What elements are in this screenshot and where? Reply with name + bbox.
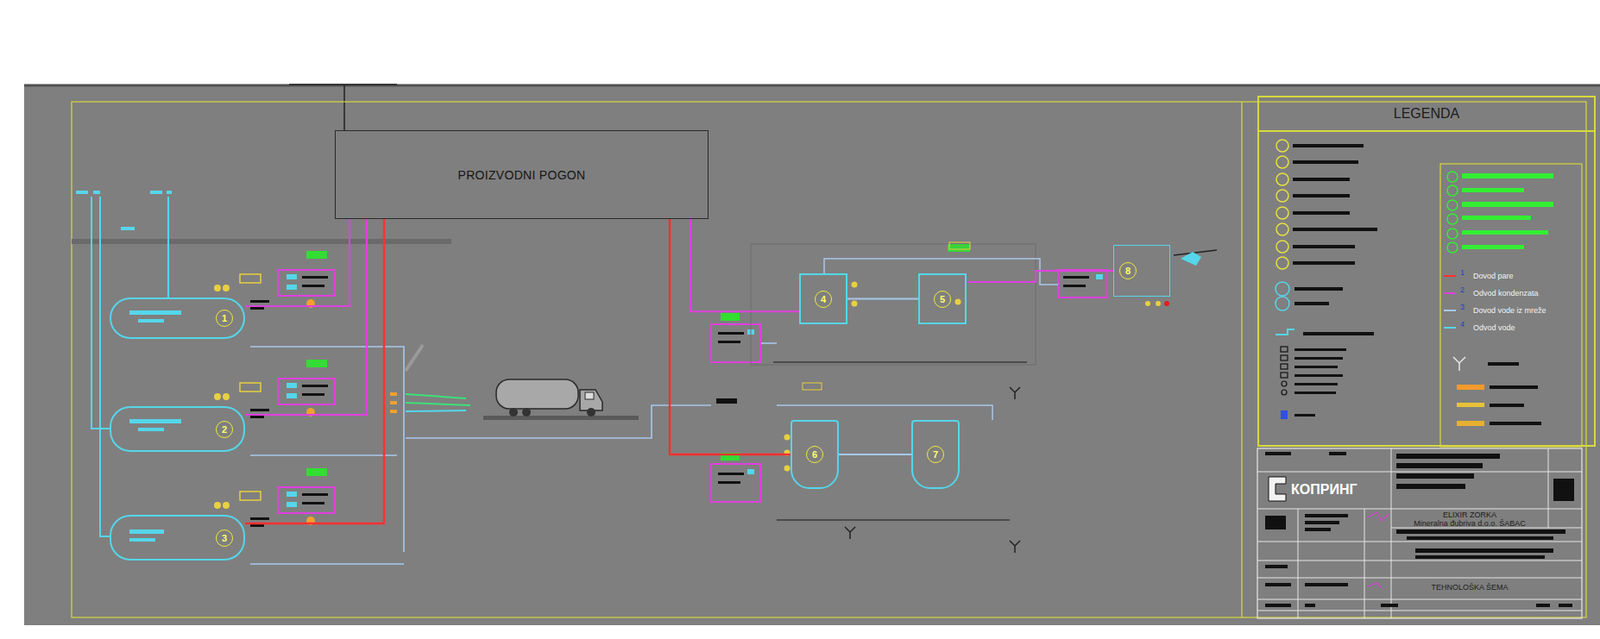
pipe-line xyxy=(245,219,367,416)
legend-panel: LEGENDA Dovod pareOdvod kondenzataDovod v… xyxy=(1257,95,1596,448)
equipment-number: 7 xyxy=(926,446,945,464)
legend-number: 4 xyxy=(1460,320,1465,329)
storage-tank: 2 xyxy=(109,406,246,453)
process-vessel: 6 xyxy=(790,420,839,490)
legend-line-sample xyxy=(1443,275,1456,278)
legend-text: Dovod pare xyxy=(1473,271,1514,281)
pipe-line xyxy=(966,270,1114,283)
storage-tank: 1 xyxy=(109,297,246,340)
equipment-number: 2 xyxy=(215,421,234,439)
process-vessel: 7 xyxy=(911,420,960,490)
legend-text: Dovod vode iz mreže xyxy=(1473,306,1547,315)
equipment-number: 4 xyxy=(814,290,832,309)
legend-text: Odvod kondenzata xyxy=(1473,289,1539,298)
process-vessel: 5 xyxy=(918,273,967,325)
storage-tank: 3 xyxy=(109,515,246,561)
client-name: Mineralna đubriva d.o.o. ŠABAC xyxy=(1413,519,1526,529)
equipment-number: 1 xyxy=(215,309,234,328)
pipe-line xyxy=(838,453,912,456)
pipe-line xyxy=(669,219,791,455)
legend-entry: Odvod vode xyxy=(1443,321,1516,334)
pipe-line xyxy=(690,219,800,312)
equipment-number: 5 xyxy=(933,290,952,309)
production-plant: PROIZVODNI POGON xyxy=(334,130,709,220)
legend-line-sample xyxy=(1443,292,1456,295)
legend-text: Odvod vode xyxy=(1473,323,1516,333)
legend-heading: LEGENDA xyxy=(1259,97,1594,133)
legend-entry: Odvod kondenzata xyxy=(1443,287,1539,300)
pipe-line xyxy=(245,219,385,524)
pump-unit: 8 xyxy=(1113,245,1171,297)
legend-entry: Dovod vode iz mreže xyxy=(1443,304,1547,317)
legend-number: 3 xyxy=(1460,302,1465,312)
legend-number: 1 xyxy=(1460,268,1465,278)
pipe-line xyxy=(847,298,919,301)
equipment-number: 3 xyxy=(215,529,234,548)
plant-name: PROIZVODNI POGON xyxy=(458,168,586,183)
equipment-number: 8 xyxy=(1119,262,1137,280)
pipe-line xyxy=(245,219,350,307)
logo-text: КОПРИНГ xyxy=(1291,482,1358,498)
drawing-title: TEHNOLOŠKA ŠEMA xyxy=(1430,583,1508,593)
legend-number: 2 xyxy=(1460,285,1465,295)
client-name: ELIXIR ZORKA xyxy=(1442,510,1497,520)
process-vessel: 4 xyxy=(799,273,848,325)
equipment-number: 6 xyxy=(806,446,824,464)
legend-line-sample xyxy=(1443,309,1456,312)
legend-entry: Dovod pare xyxy=(1443,270,1514,283)
legend-line-sample xyxy=(1443,327,1456,329)
